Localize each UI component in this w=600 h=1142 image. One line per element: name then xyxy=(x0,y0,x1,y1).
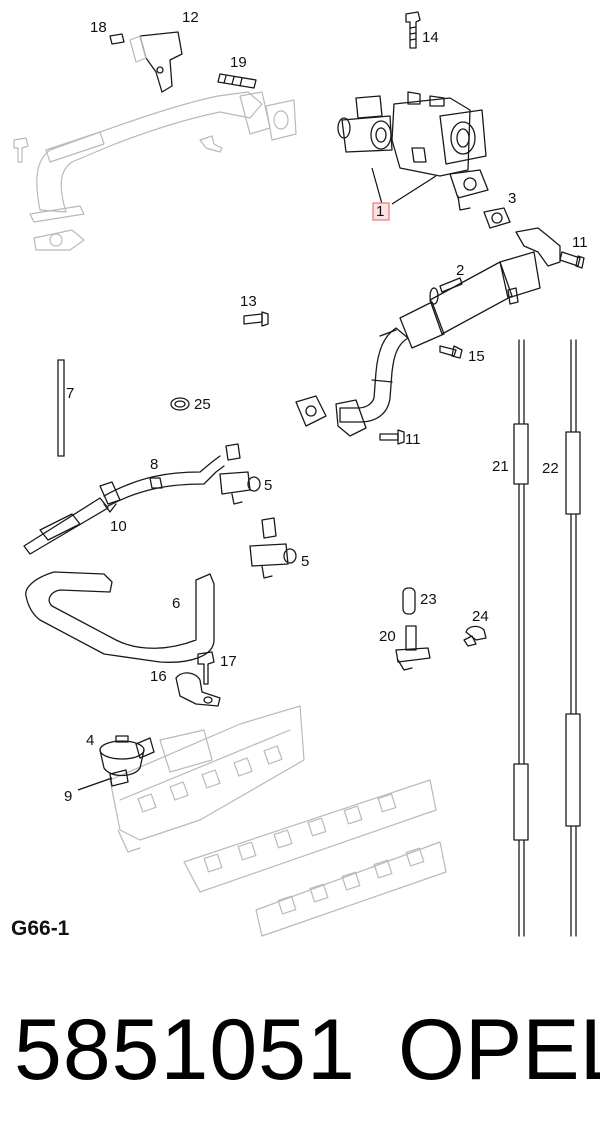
pipe-21 xyxy=(513,339,529,937)
pipe-22 xyxy=(565,339,581,937)
egr-pipe xyxy=(335,327,409,437)
callout-21: 21 xyxy=(492,458,509,475)
callout-5b: 5 xyxy=(301,553,309,570)
clip-10 xyxy=(99,481,121,513)
actuator-4 xyxy=(99,735,155,777)
stud-19 xyxy=(217,73,257,89)
callout-1-highlight xyxy=(372,202,390,221)
bolt-11-lower xyxy=(379,429,405,445)
callout-5a: 5 xyxy=(264,477,272,494)
callout-22: 22 xyxy=(542,460,559,477)
bolt-14 xyxy=(405,11,421,49)
nut-18 xyxy=(109,33,125,45)
callout-1: 1 xyxy=(376,203,384,220)
egr-cooler-2 xyxy=(399,227,561,349)
callout-17: 17 xyxy=(220,653,237,670)
callout-24: 24 xyxy=(472,608,489,625)
callout-9: 9 xyxy=(64,788,72,805)
callout-23: 23 xyxy=(420,591,437,608)
bolt-13 xyxy=(243,311,269,327)
callout-2: 2 xyxy=(456,262,464,279)
callout-11b: 11 xyxy=(405,431,421,448)
callout-14: 14 xyxy=(422,29,439,46)
callout-4: 4 xyxy=(86,732,94,749)
clip-9 xyxy=(77,769,129,791)
callout-12: 12 xyxy=(182,9,199,26)
callout-15: 15 xyxy=(468,348,485,365)
callout-labels: 1 2 3 4 5 5 6 7 8 9 10 11 11 12 13 14 15… xyxy=(64,9,588,805)
callout-8: 8 xyxy=(150,456,158,473)
callout-3: 3 xyxy=(508,190,516,207)
bolt-15 xyxy=(439,345,463,359)
callout-16: 16 xyxy=(150,668,167,685)
bracket-16 xyxy=(175,672,221,707)
callout-18: 18 xyxy=(90,19,107,36)
callout-20: 20 xyxy=(379,628,396,645)
solenoid-valve-5-lower xyxy=(249,517,297,579)
callout-6: 6 xyxy=(172,595,180,612)
callout-11a: 11 xyxy=(572,234,588,251)
gasket-3 xyxy=(483,207,511,229)
part-number: 5851051 xyxy=(14,1002,356,1098)
callout-leader-1 xyxy=(371,167,437,205)
hose-6 xyxy=(25,571,215,663)
bolt-11-upper xyxy=(559,251,585,269)
brand-name: OPEL xyxy=(398,1002,600,1098)
callout-10: 10 xyxy=(110,518,127,535)
t-connector-20 xyxy=(395,625,431,671)
solenoid-valve-5-upper xyxy=(219,443,261,505)
callout-7: 7 xyxy=(66,385,74,402)
bolt-17 xyxy=(197,651,215,685)
seal-ring-25 xyxy=(170,397,190,411)
clip-24 xyxy=(463,625,487,647)
sleeve-23 xyxy=(402,587,416,615)
vacuum-hose-8 xyxy=(23,455,225,555)
bracket-12 xyxy=(129,31,183,93)
diagram-code: G66-1 xyxy=(11,917,70,940)
egr-valve-1 xyxy=(337,91,489,211)
gasket-flange xyxy=(295,395,327,427)
exhaust-pipe-ghost xyxy=(29,91,297,251)
callout-13: 13 xyxy=(240,293,257,310)
intake-manifold-ghost xyxy=(109,705,447,937)
pipe-7 xyxy=(57,359,65,457)
callout-19: 19 xyxy=(230,54,247,71)
callout-25: 25 xyxy=(194,396,211,413)
ghost-bolts xyxy=(13,135,223,163)
